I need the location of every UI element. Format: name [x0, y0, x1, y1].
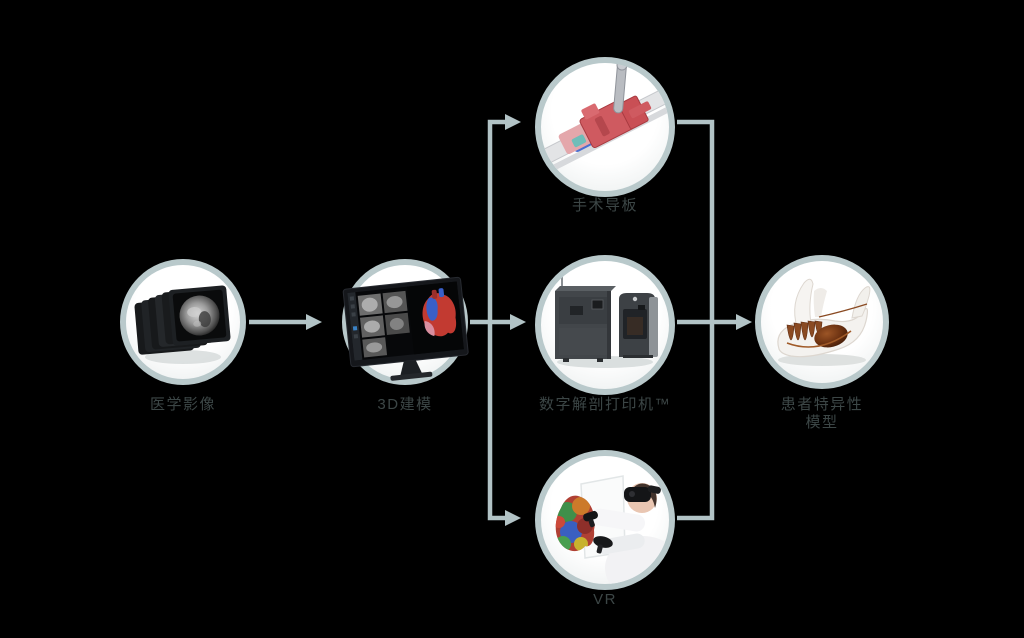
arrow-to-guide: [505, 114, 521, 130]
node-medical-imaging: [120, 259, 246, 385]
label-medical-imaging: 医学影像: [149, 396, 217, 413]
label-anatomical-model-line2: 模型: [805, 414, 839, 431]
printer-3d-icon: [555, 277, 658, 368]
label-modeling-software: 3D建模: [377, 396, 433, 413]
vr-user-icon: [555, 475, 669, 584]
node-anatomical-model: [755, 255, 889, 389]
label-anatomical-model-line1: 患者特异性: [780, 396, 864, 413]
node-circle: [535, 450, 675, 590]
arrow-to-software: [306, 314, 322, 330]
jaw-model-icon: [777, 278, 871, 366]
node-circle: [535, 255, 675, 395]
surgical-guide-icon: [541, 63, 669, 176]
arrow-to-model: [736, 314, 752, 330]
label-surgical-guide: 手术导板: [571, 197, 639, 214]
node-circle: [120, 259, 246, 385]
node-surgical-guide: [535, 57, 675, 197]
segmentation-monitor-icon: [342, 276, 469, 381]
label-anatomical-model: 患者特异性 模型: [781, 396, 864, 432]
label-printer: 数字解剖打印机™: [538, 396, 672, 413]
arrow-to-printer: [510, 314, 526, 330]
node-printer: [535, 255, 675, 395]
node-vr: [535, 450, 675, 590]
node-modeling-software: [342, 259, 469, 385]
label-vr: VR: [593, 591, 617, 608]
node-circle: [755, 255, 889, 389]
arrow-to-vr: [505, 510, 521, 526]
node-circle: [535, 57, 675, 197]
ct-scan-stack-icon: [134, 285, 231, 364]
